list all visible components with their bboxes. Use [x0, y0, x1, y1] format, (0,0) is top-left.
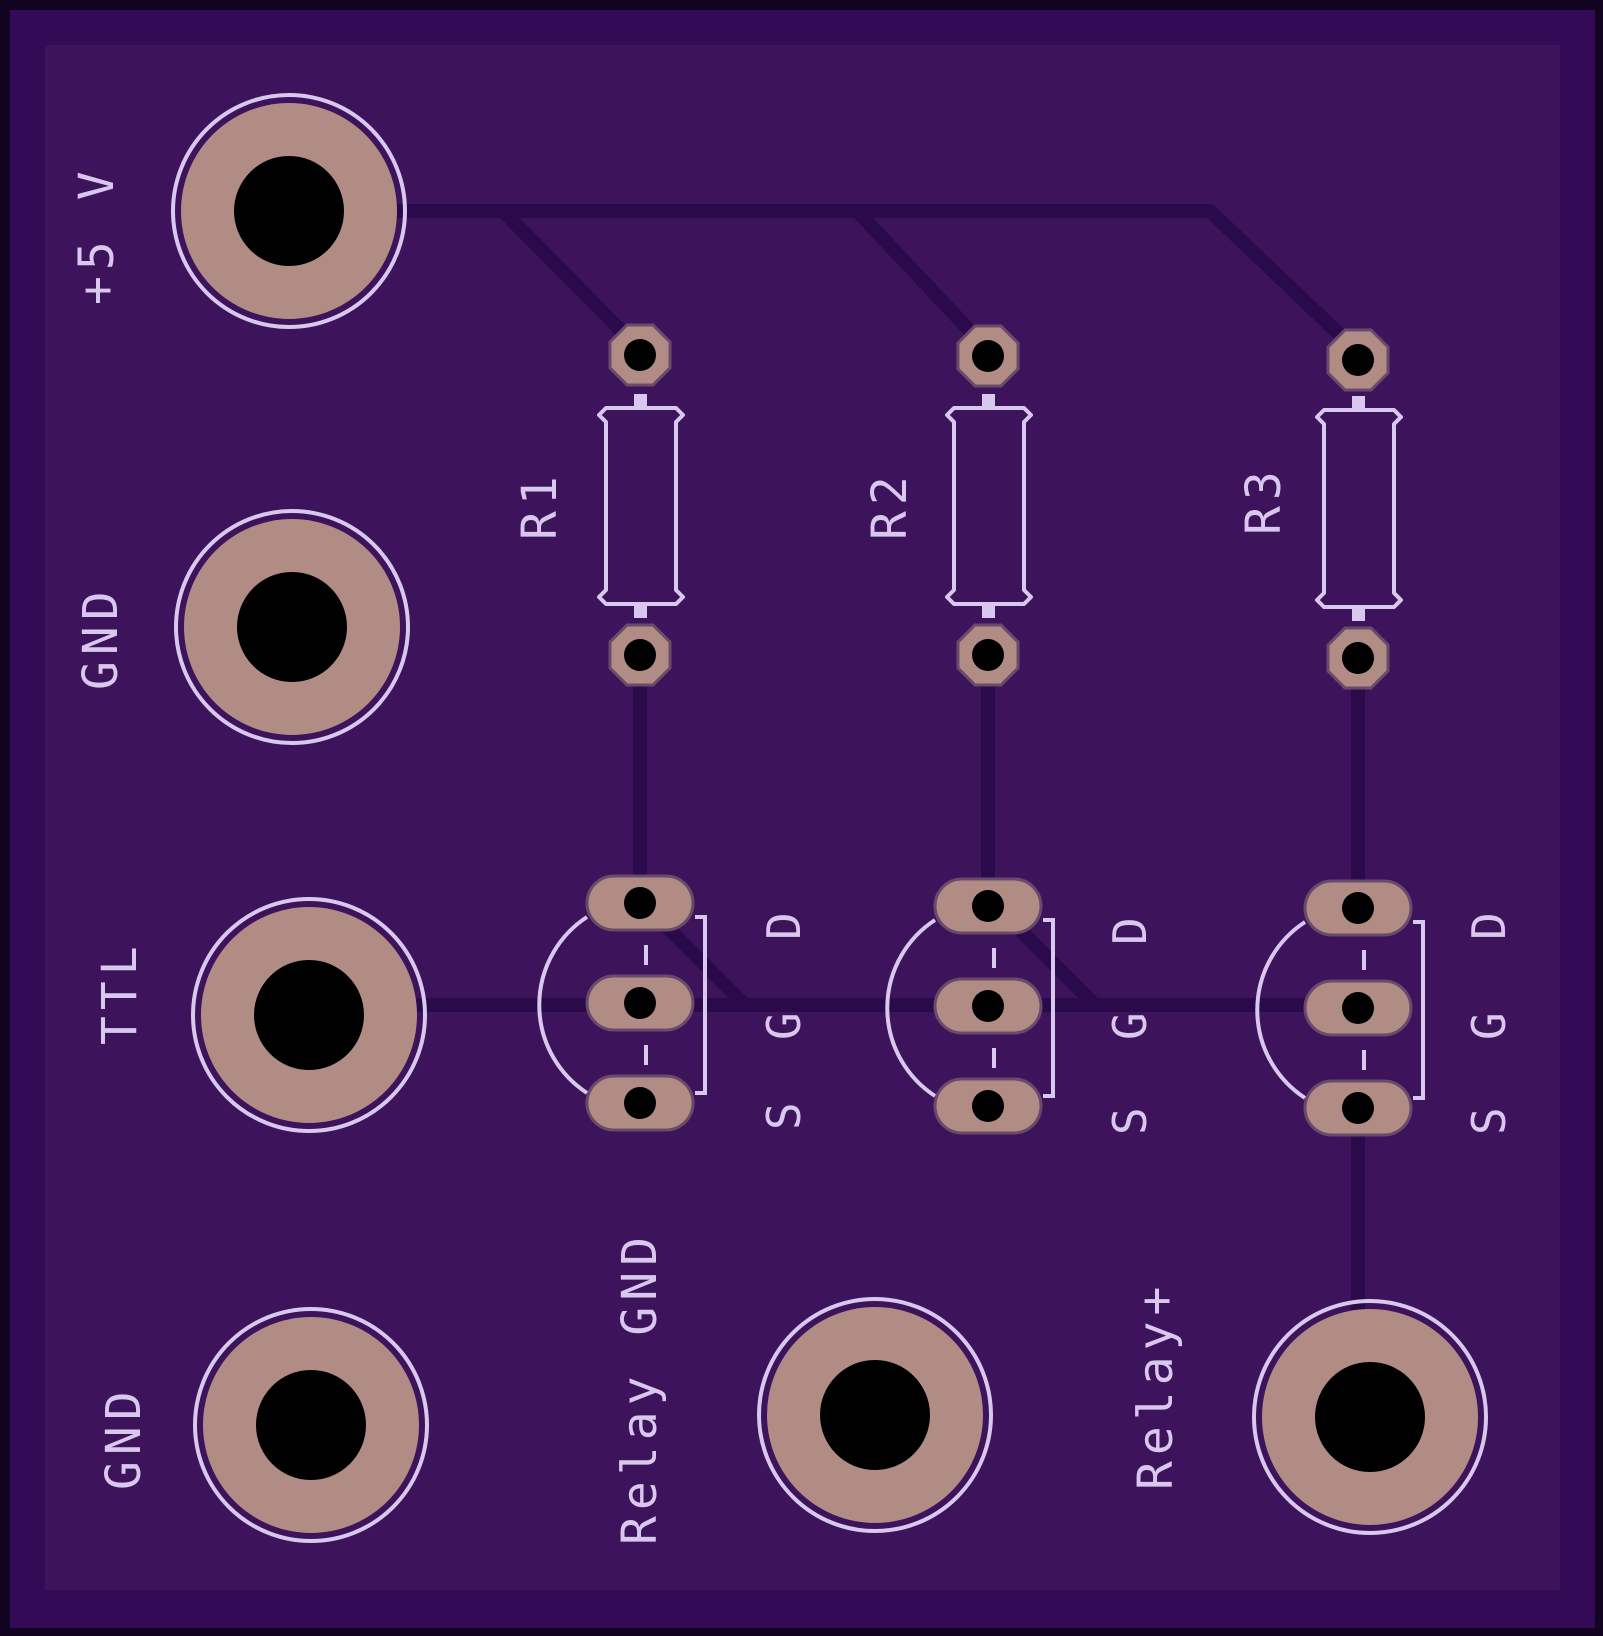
resistor-r3 — [1315, 328, 1403, 690]
trace-q1-diag — [653, 913, 752, 1012]
label-5v: +5 V — [69, 165, 125, 305]
silkscreen: +5 V GND TTL GND Relay GND Relay+ R1 R2 … — [69, 165, 1516, 1545]
connector-pads — [171, 93, 1488, 1543]
label-ttl: TTL — [92, 940, 148, 1045]
pad-gnd-bottom[interactable] — [193, 1307, 429, 1543]
transistor-q1 — [537, 874, 707, 1132]
label-q1-d: D — [757, 906, 811, 940]
pad-ttl[interactable] — [191, 897, 427, 1133]
pad-relay-plus[interactable] — [1252, 1299, 1488, 1535]
label-relay-plus: Relay+ — [1128, 1281, 1184, 1490]
label-r3: R3 — [1236, 465, 1292, 535]
transistor-q3 — [1255, 879, 1425, 1137]
label-q3-g: G — [1462, 1006, 1516, 1040]
label-q1-s: S — [757, 1096, 811, 1130]
label-r1: R1 — [512, 470, 568, 540]
label-r2: R2 — [862, 470, 918, 540]
label-q2-g: G — [1103, 1006, 1157, 1040]
resistor-r1 — [597, 323, 685, 687]
resistor-r2 — [945, 324, 1033, 687]
label-gnd-top: GND — [73, 585, 129, 690]
pad-gnd-top[interactable] — [174, 509, 410, 745]
label-q2-d: D — [1103, 911, 1157, 945]
label-relay-gnd: Relay GND — [612, 1231, 668, 1545]
pad-5v[interactable] — [171, 93, 407, 329]
pad-relay-gnd[interactable] — [757, 1297, 993, 1533]
label-q2-s: S — [1103, 1101, 1157, 1135]
transistor-q2 — [885, 877, 1055, 1135]
label-gnd-bottom: GND — [96, 1385, 152, 1490]
label-q1-g: G — [757, 1006, 811, 1040]
label-q3-d: D — [1462, 906, 1516, 940]
label-q3-s: S — [1462, 1101, 1516, 1135]
trace-5v-r3 — [850, 204, 1365, 359]
